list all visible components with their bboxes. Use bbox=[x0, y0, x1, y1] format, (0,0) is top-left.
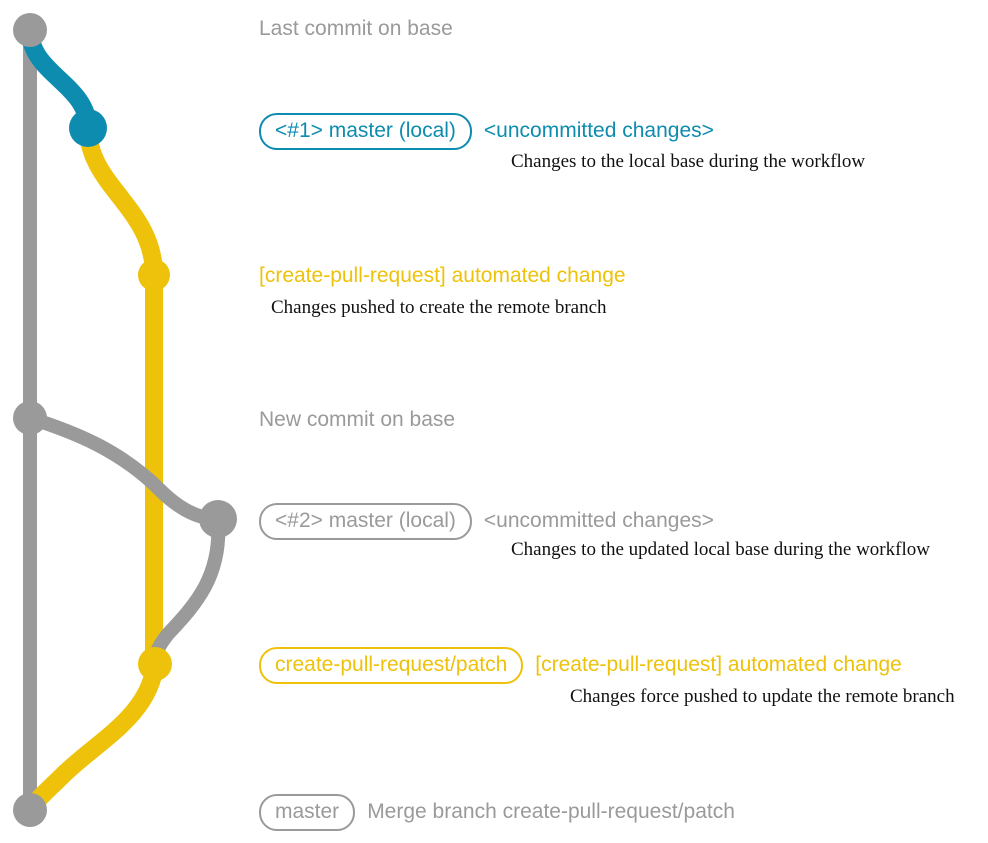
commit-node-remote-1[interactable] bbox=[138, 259, 170, 291]
commit-node-base-merge[interactable] bbox=[13, 793, 47, 827]
remote-branch-line-1 bbox=[79, 119, 163, 673]
commit-row-local-2: <#2> master (local) <uncommitted changes… bbox=[259, 503, 714, 540]
local-to-remote-line-2 bbox=[148, 512, 226, 671]
commit-row-remote-2: create-pull-request/patch [create-pull-r… bbox=[259, 647, 902, 684]
commit-row-local-1: <#1> master (local) <uncommitted changes… bbox=[259, 113, 714, 150]
commit-node-local-2[interactable] bbox=[199, 500, 237, 538]
commit-subject: Merge branch create-pull-request/patch bbox=[367, 800, 735, 823]
local-branch-line-2 bbox=[23, 411, 225, 526]
commit-row-remote-1: [create-pull-request] automated change bbox=[259, 265, 626, 286]
commit-node-base-last[interactable] bbox=[13, 13, 47, 47]
commit-row-base-last: Last commit on base bbox=[259, 18, 453, 39]
commit-row-base-merge: master Merge branch create-pull-request/… bbox=[259, 794, 735, 831]
branch-graph bbox=[13, 13, 237, 827]
commit-subject: New commit on base bbox=[259, 408, 456, 431]
commit-node-local-1[interactable] bbox=[69, 109, 107, 147]
commit-note-local-2: Changes to the updated local base during… bbox=[511, 539, 930, 560]
commit-note-remote-2: Changes force pushed to update the remot… bbox=[570, 686, 955, 707]
branch-badge-master[interactable]: master bbox=[259, 794, 356, 831]
branch-badge-local-2[interactable]: <#2> master (local) bbox=[259, 503, 472, 540]
commit-subject: Last commit on base bbox=[259, 17, 453, 40]
commit-note-local-1: Changes to the local base during the wor… bbox=[511, 151, 866, 172]
commit-node-base-new[interactable] bbox=[13, 401, 47, 435]
commit-subject: <uncommitted changes> bbox=[483, 119, 714, 142]
commit-node-remote-2[interactable] bbox=[138, 647, 172, 681]
commit-note-remote-1: Changes pushed to create the remote bran… bbox=[271, 297, 607, 318]
commit-subject: [create-pull-request] automated change bbox=[259, 264, 626, 287]
branch-badge-local-1[interactable]: <#1> master (local) bbox=[259, 113, 472, 150]
commit-row-base-new: New commit on base bbox=[259, 409, 455, 430]
commit-subject: <uncommitted changes> bbox=[483, 509, 714, 532]
remote-merge-line bbox=[21, 655, 164, 819]
branch-badge-remote-2[interactable]: create-pull-request/patch bbox=[259, 647, 524, 684]
commit-subject: [create-pull-request] automated change bbox=[535, 653, 902, 676]
